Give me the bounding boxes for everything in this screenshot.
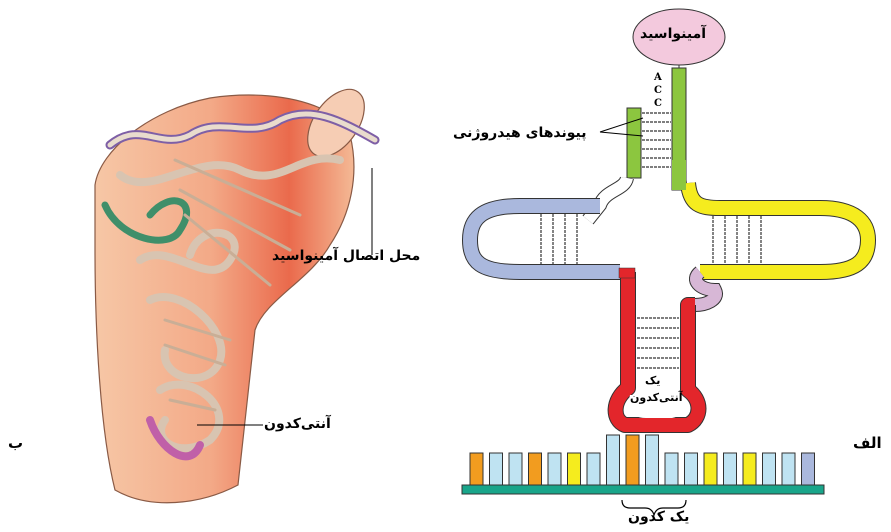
mrna-base [782, 453, 795, 485]
mrna-backbone [462, 485, 824, 494]
mrna-base [568, 453, 581, 485]
mrna-base [548, 453, 561, 485]
mrna-base [470, 453, 483, 485]
mrna-base [607, 435, 620, 485]
mrna-base [724, 453, 737, 485]
acceptor-base: C [654, 85, 662, 96]
one-codon-label: یک کدون [628, 509, 689, 525]
anticodon-loop-label: آنتی‌کدون [630, 391, 683, 404]
mrna-base [509, 453, 522, 485]
mrna-base [587, 453, 600, 485]
mrna-base [529, 453, 542, 485]
acceptor-base: A [654, 72, 662, 83]
mrna-base [704, 453, 717, 485]
mrna-base [743, 453, 756, 485]
mrna-base [802, 453, 815, 485]
mrna-base [646, 435, 659, 485]
acceptor-base: C [654, 98, 662, 109]
mrna-base [490, 453, 503, 485]
mrna-base [626, 435, 639, 485]
anticodon-left-label: آنتی‌کدون [264, 416, 331, 432]
panel-label-right: الف [853, 434, 882, 452]
mrna-base [665, 453, 678, 485]
amino-acid-label: آمینواسید [640, 26, 706, 42]
attachment-site-label: محل اتصال آمینواسید [272, 248, 420, 264]
mrna-base [685, 453, 698, 485]
one-loop-label: یک [645, 374, 660, 387]
mrna-base [763, 453, 776, 485]
hydrogen-bonds-label: پیوندهای هیدروژنی [453, 125, 587, 141]
panel-label-left: ب [8, 434, 23, 452]
